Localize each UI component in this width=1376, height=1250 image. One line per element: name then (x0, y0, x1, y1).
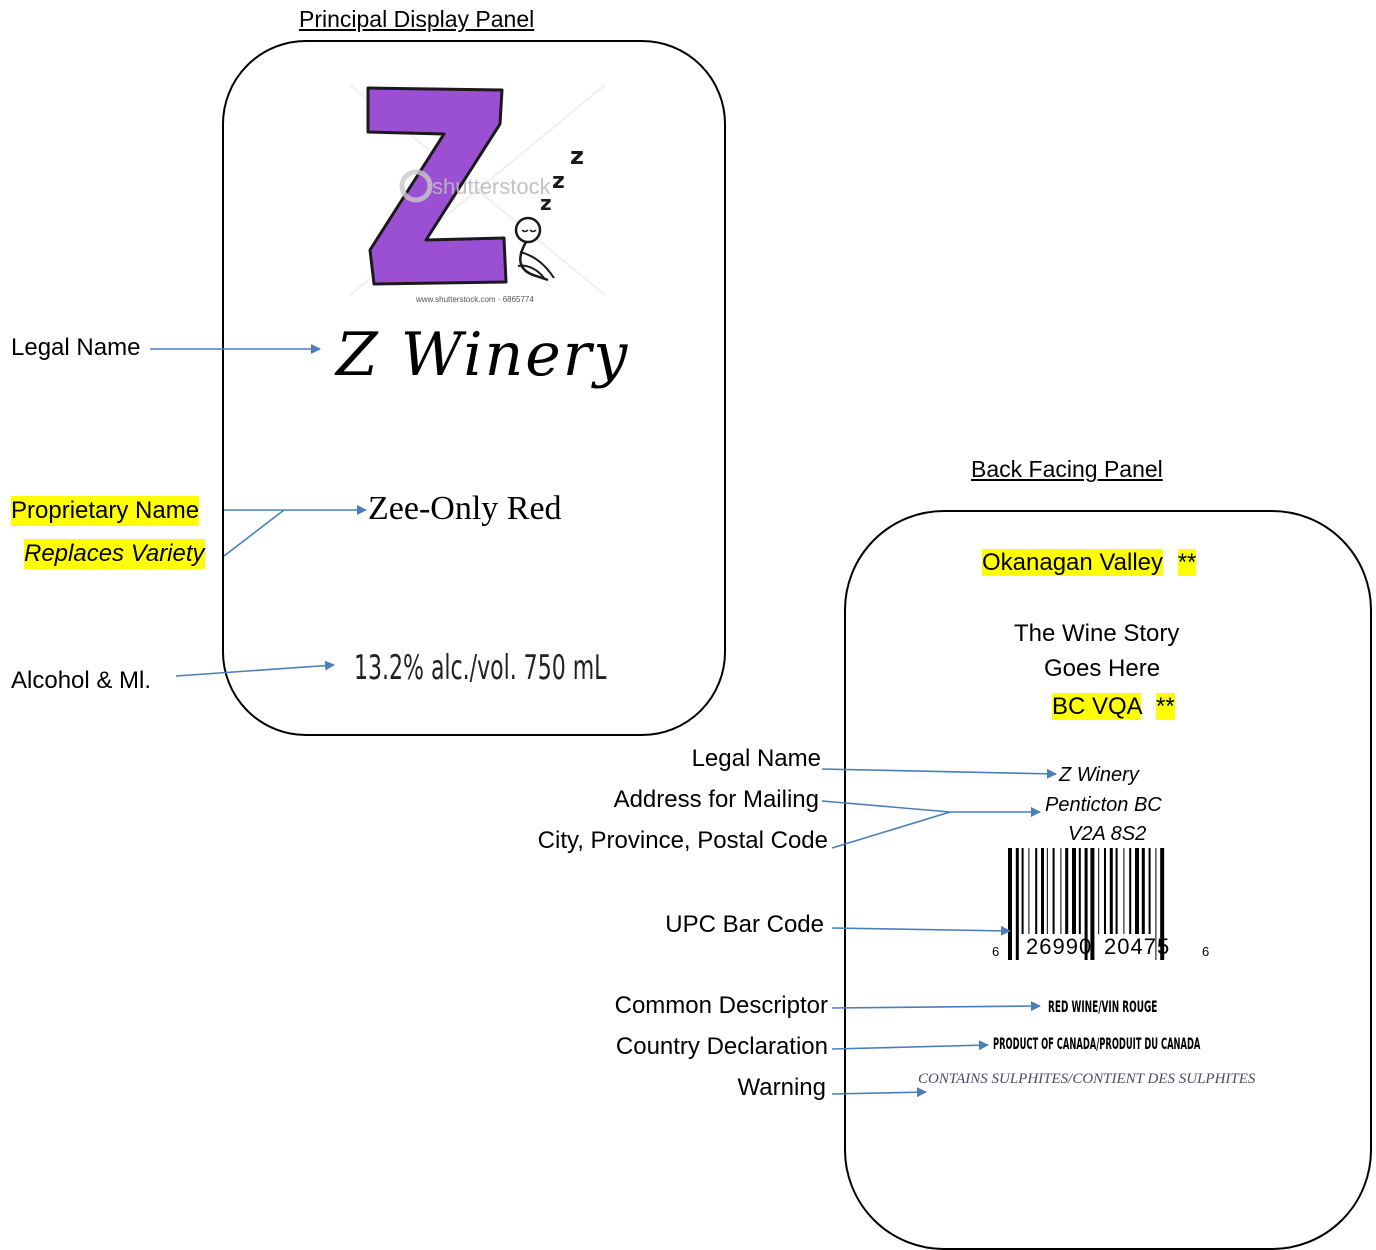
wine-story-line-2: Goes Here (1044, 655, 1161, 682)
proprietary-name: Zee-Only Red (368, 490, 562, 527)
common-descriptor: RED WINE/VIN ROUGE (1048, 997, 1158, 1016)
vqa-marker: ** (1156, 693, 1175, 720)
barcode-right-digit: 6 (1202, 944, 1210, 959)
region-line: Okanagan Valley ** (982, 549, 1197, 577)
callout-warning: Warning (737, 1074, 826, 1101)
country-declaration: PRODUCT OF CANADA/PRODUIT DU CANADA (993, 1034, 1201, 1053)
winery-logo: z z z shutterstock www.shutterstock.com … (340, 80, 610, 310)
brand-name: Z Winery (336, 320, 630, 390)
logo-watermark: shutterstock (432, 174, 552, 199)
back-city: Penticton BC (1045, 794, 1162, 816)
vqa-label: BC VQA (1052, 693, 1142, 720)
back-facing-panel (844, 510, 1372, 1250)
region-marker: ** (1177, 549, 1197, 576)
barcode-digits-1: 26990 (1026, 934, 1093, 959)
callout-proprietary-name: Proprietary Name (11, 496, 200, 526)
sleep-z-1: z (540, 191, 552, 215)
callout-city-province: City, Province, Postal Code (537, 827, 828, 854)
barcode-left-digit: 6 (992, 944, 1000, 959)
callout-common-descriptor: Common Descriptor (614, 992, 828, 1019)
callout-address: Address for Mailing (613, 786, 819, 813)
wine-story-line-1: The Wine Story (1014, 620, 1180, 647)
region-name: Okanagan Valley (982, 549, 1164, 576)
back-legal-name: Z Winery (1059, 764, 1139, 786)
upc-barcode: 6 26990 20475 6 (992, 848, 1214, 963)
back-postal-code: V2A 8S2 (1068, 823, 1147, 845)
back-panel-title: Back Facing Panel (971, 456, 1163, 482)
alcohol-volume: 13.2% alc./vol. 750 mL (354, 648, 607, 688)
callout-alcohol: Alcohol & Ml. (11, 667, 152, 694)
callout-country-declaration: Country Declaration (615, 1033, 828, 1060)
logo-watermark-url: www.shutterstock.com · 6865774 (415, 295, 534, 304)
callout-replaces-variety: Replaces Variety (24, 539, 205, 569)
callout-legal-name-front: Legal Name (11, 334, 141, 361)
callout-legal-name-back: Legal Name (691, 745, 821, 772)
vqa-line: BC VQA ** (1052, 693, 1175, 721)
callout-upc: UPC Bar Code (665, 911, 824, 938)
principal-panel-title: Principal Display Panel (299, 6, 535, 32)
sulphite-warning: CONTAINS SULPHITES/CONTIENT DES SULPHITE… (918, 1071, 1256, 1087)
barcode-digits-2: 20475 (1104, 934, 1171, 959)
sleep-z-3: z (570, 142, 584, 170)
sleep-z-2: z (552, 169, 565, 194)
